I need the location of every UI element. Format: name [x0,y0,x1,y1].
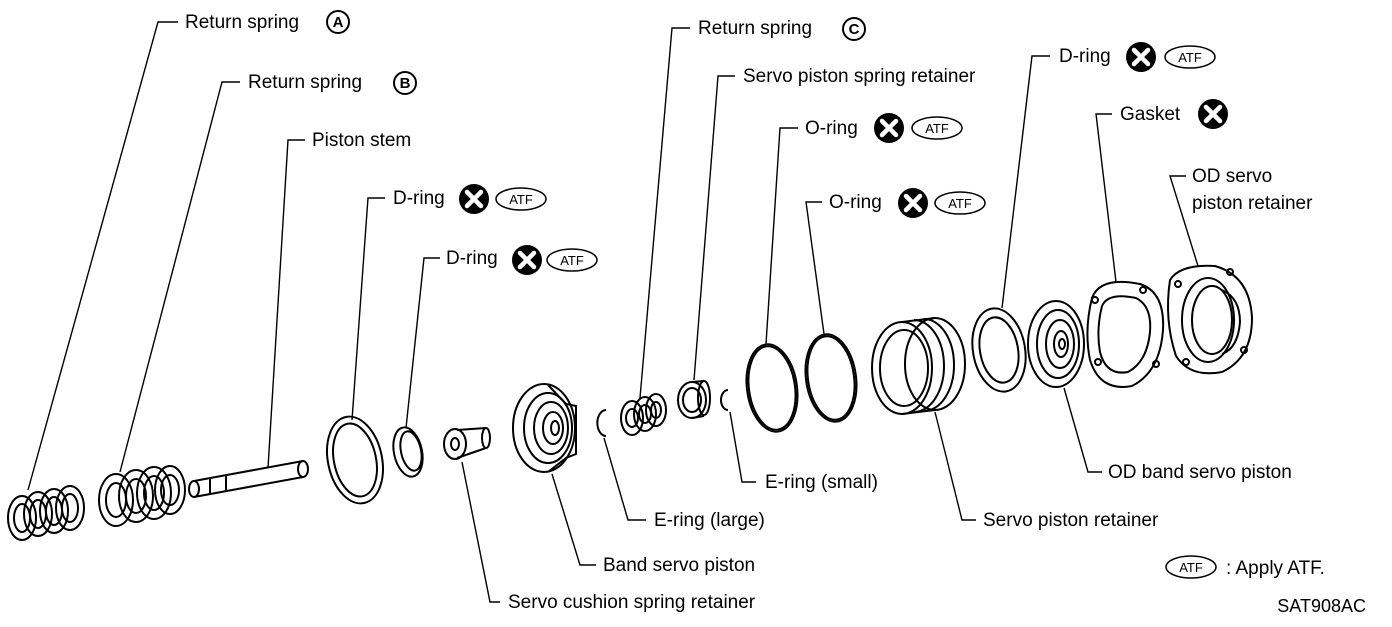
d-ring-1-part [326,415,384,505]
svg-text:ATF: ATF [1179,560,1203,575]
svg-text:D-ring: D-ring [1059,46,1111,67]
d-ring-2-part [392,426,424,478]
label-return-spring-a: Return spring A [185,10,350,34]
svg-text:ATF: ATF [509,192,533,207]
svg-text:Band servo piston: Band servo piston [603,555,755,576]
svg-text:ATF: ATF [1178,50,1202,65]
svg-text:D-ring: D-ring [393,188,445,209]
label-d-ring-1: D-ring ATF [393,184,547,214]
svg-text:C: C [849,21,860,38]
svg-text:O-ring: O-ring [829,192,882,213]
svg-text:A: A [333,14,344,31]
return-spring-b-part [98,465,186,527]
label-servo-piston-retainer: Servo piston retainer [983,510,1159,531]
svg-text:Return spring: Return spring [698,18,812,39]
label-od-band-servo-piston: OD band servo piston [1108,462,1292,483]
od-servo-piston-retainer-part [1167,264,1254,375]
svg-text:OD servo: OD servo [1192,166,1272,187]
svg-text:OD band servo piston: OD band servo piston [1108,462,1292,483]
label-servo-cushion-spring-retainer: Servo cushion spring retainer [508,592,756,613]
svg-text:ATF: ATF [948,196,972,211]
e-ring-large-part [596,409,607,437]
svg-text:ATF: ATF [925,121,949,136]
svg-text:Gasket: Gasket [1120,104,1181,125]
legend-text: : Apply ATF. [1226,558,1325,579]
replace-icon [512,245,542,275]
piston-stem-part [188,460,309,498]
svg-text:O-ring: O-ring [805,118,858,139]
d-ring-3-part [971,307,1027,393]
o-ring-1-part [745,343,799,433]
label-d-ring-3: D-ring ATF [1059,42,1216,72]
svg-text:Servo piston spring retainer: Servo piston spring retainer [743,66,976,87]
label-return-spring-b: Return spring B [248,71,417,95]
svg-text:Piston stem: Piston stem [312,130,411,151]
svg-text:E-ring (small): E-ring (small) [765,472,878,493]
atf-legend: ATF : Apply ATF. [1165,555,1325,579]
svg-text:Return spring: Return spring [248,72,362,93]
label-gasket: Gasket [1120,99,1228,129]
e-ring-small-part [720,389,729,411]
leader-lines [27,21,1199,603]
servo-cushion-spring-retainer-part [443,427,491,460]
svg-text:ATF: ATF [560,253,584,268]
gasket-part [1086,280,1165,388]
od-band-servo-piston-part [1027,300,1085,388]
svg-text:piston retainer: piston retainer [1192,193,1313,214]
label-od-servo-piston-retainer: OD servo piston retainer [1192,166,1313,214]
return-spring-c-part [620,393,667,436]
svg-text:Servo cushion spring retainer: Servo cushion spring retainer [508,592,756,613]
replace-icon [898,188,928,218]
svg-text:B: B [400,75,411,92]
return-spring-a-part [7,485,85,541]
o-ring-2-part [804,333,858,423]
figure-code: SAT908AC [1277,596,1366,616]
label-return-spring-c: Return spring C [698,17,866,41]
servo-piston-spring-retainer-part [677,380,711,419]
replace-icon [1126,42,1156,72]
svg-text:Servo piston retainer: Servo piston retainer [983,510,1159,531]
label-servo-piston-spring-retainer: Servo piston spring retainer [743,66,976,87]
replace-icon [1198,99,1228,129]
svg-text:Return spring: Return spring [185,12,299,33]
label-e-ring-small: E-ring (small) [765,472,878,493]
servo-piston-retainer-part [871,317,966,415]
label-o-ring-2: O-ring ATF [829,188,986,218]
replace-icon [459,184,489,214]
label-band-servo-piston: Band servo piston [603,555,755,576]
band-servo-piston-part [512,383,577,473]
label-o-ring-1: O-ring ATF [805,113,963,143]
svg-text:D-ring: D-ring [446,248,498,269]
label-d-ring-2: D-ring ATF [446,245,598,275]
svg-text:E-ring (large): E-ring (large) [654,510,765,531]
replace-icon [874,113,904,143]
label-piston-stem: Piston stem [312,130,411,151]
label-e-ring-large: E-ring (large) [654,510,765,531]
